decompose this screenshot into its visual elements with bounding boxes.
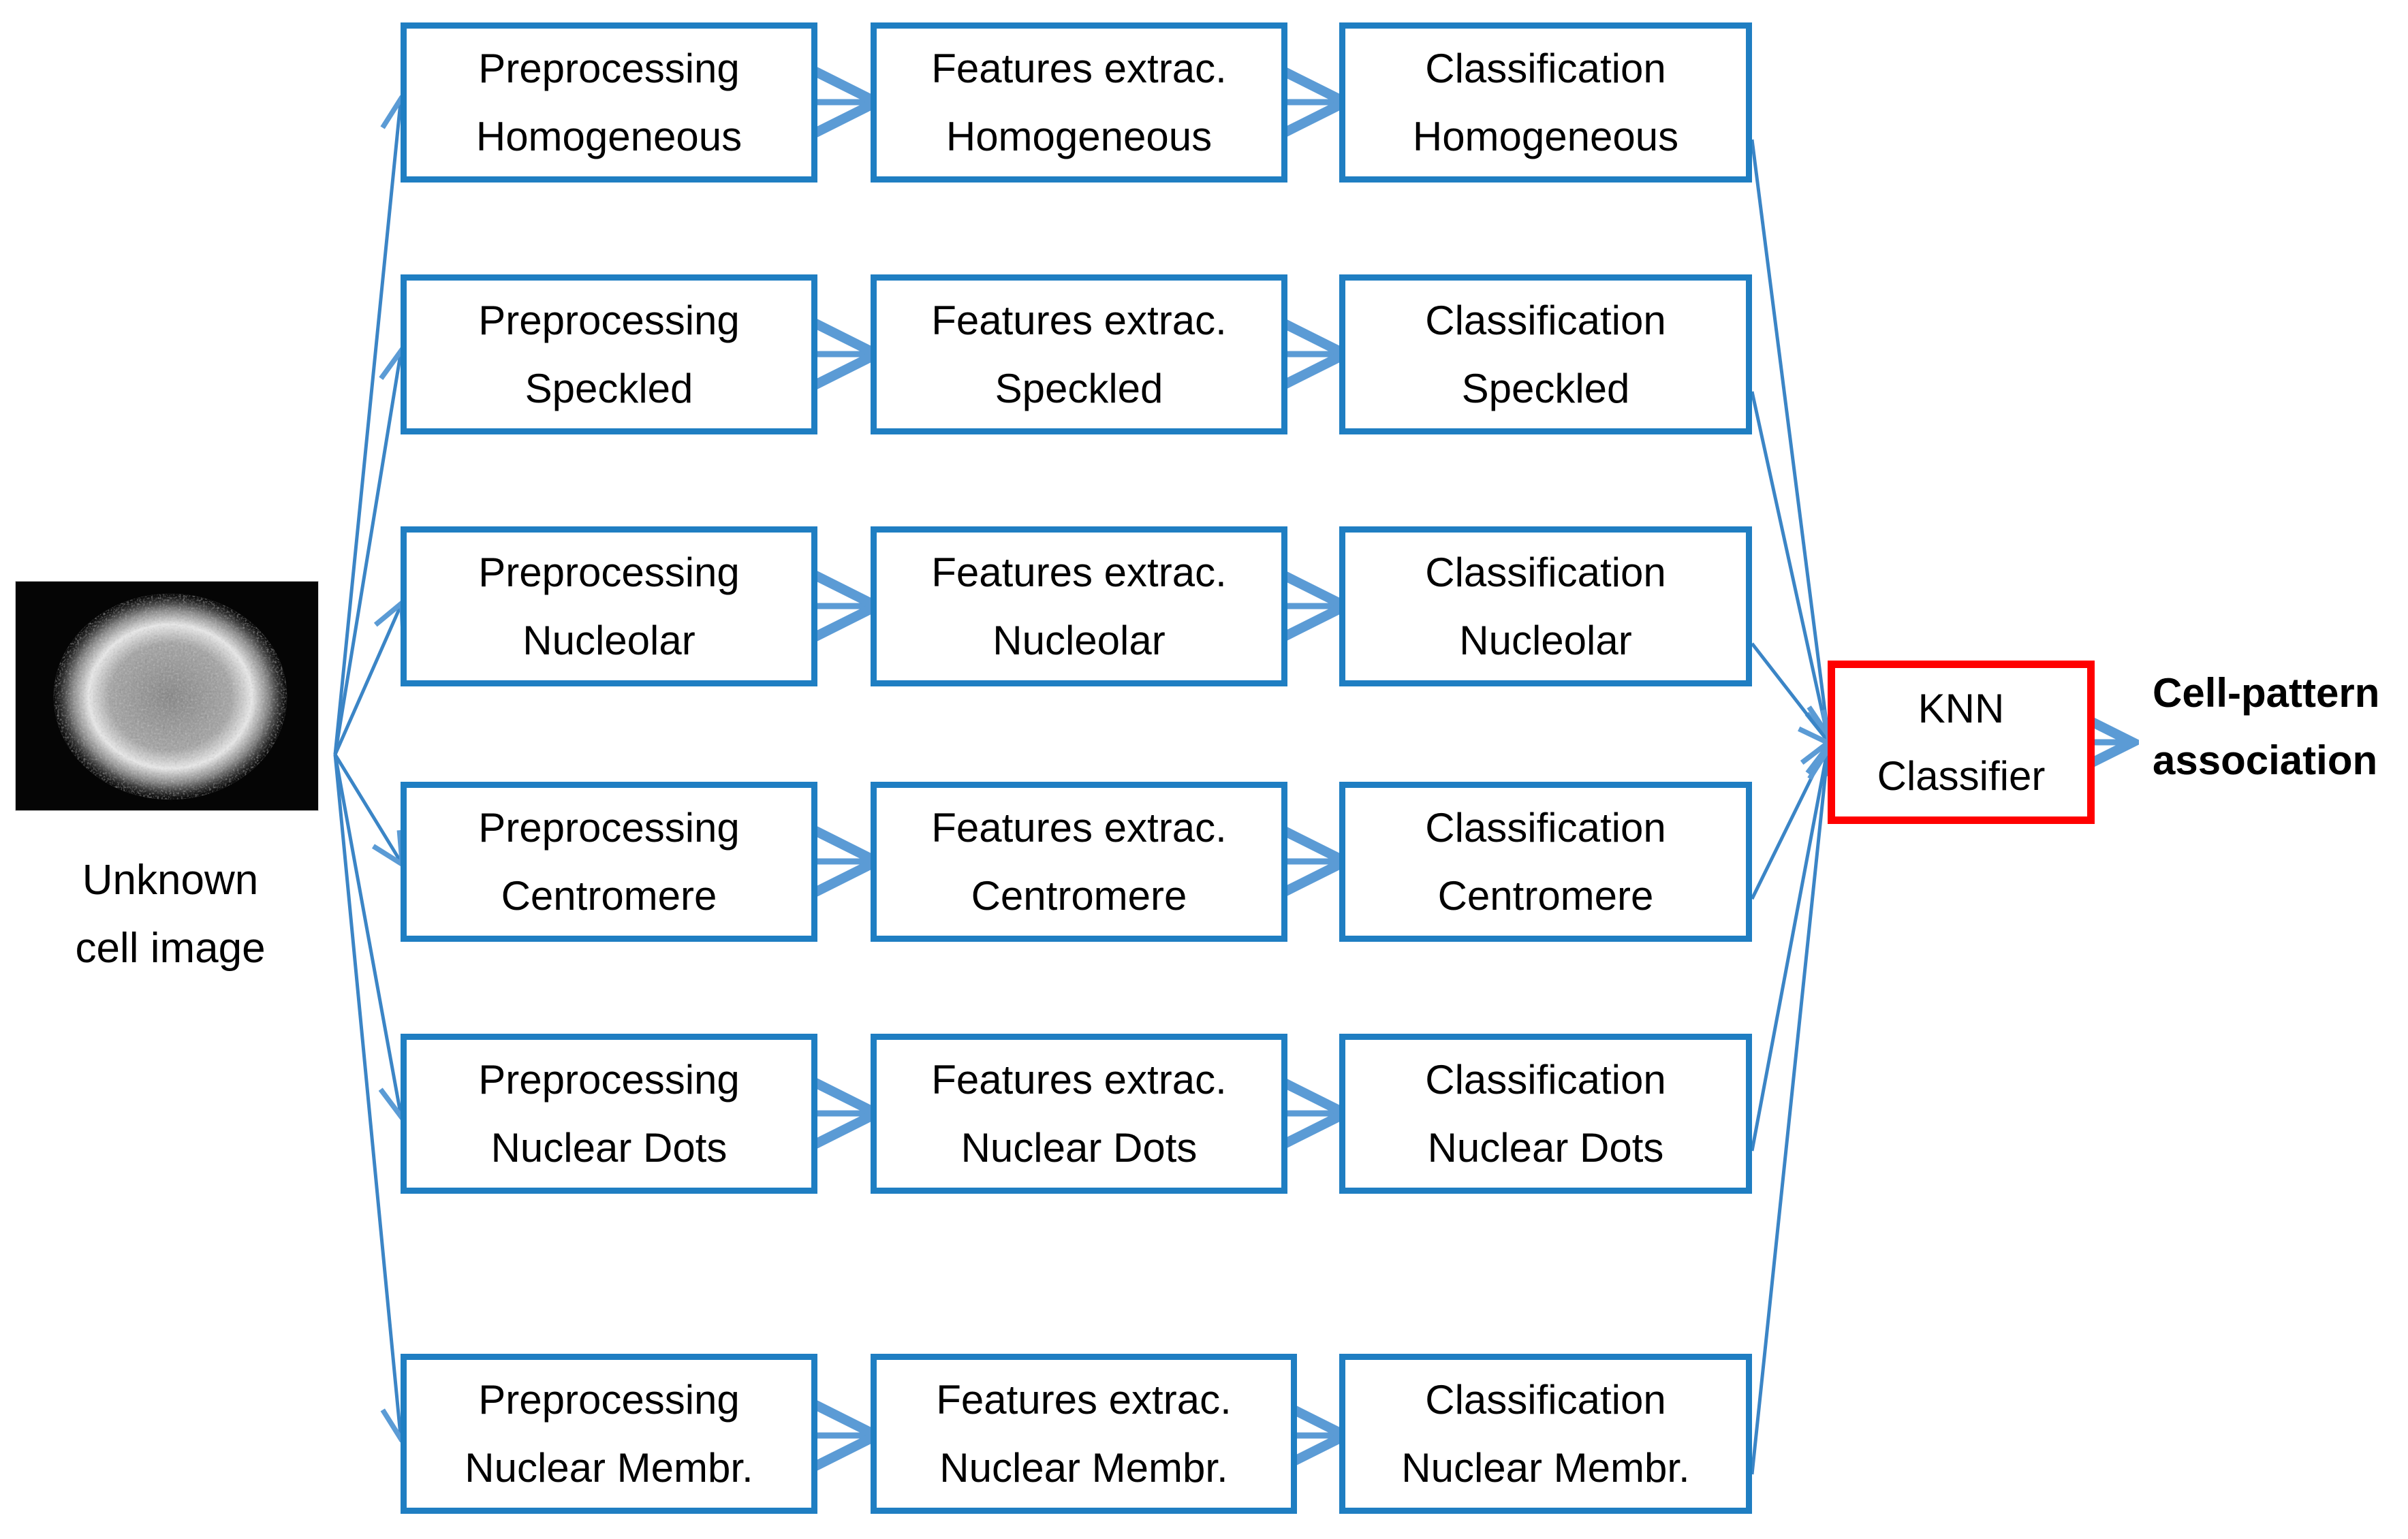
fanout-arrows: [333, 102, 401, 1435]
input-caption: Unknown cell image: [0, 850, 341, 979]
box-line2: Centromere: [501, 872, 717, 919]
box-line2: Homogeneous: [945, 113, 1213, 159]
box-line1: Classification: [1425, 1057, 1666, 1103]
box-line1: Features extrac.: [936, 1377, 1232, 1423]
box-line2: Nuclear Membr.: [465, 1444, 753, 1491]
box-line1: Features extrac.: [931, 1057, 1227, 1103]
input-caption-line1: Unknown: [82, 857, 259, 904]
output-line1: Cell-pattern: [2153, 670, 2380, 716]
box-line2: Nucleolar: [992, 617, 1166, 663]
box-line2: Nuclear Membr.: [939, 1444, 1228, 1491]
features-box-nucleolar[interactable]: Features extrac. Nucleolar: [871, 526, 1287, 686]
knn-classifier-box[interactable]: KNN Classifier: [1828, 661, 2095, 824]
features-box-speckled[interactable]: Features extrac. Speckled: [871, 274, 1287, 434]
preprocessing-box-homogeneous[interactable]: Preprocessing Homogeneous: [401, 22, 817, 183]
fanin-arrows: [1750, 139, 1828, 1475]
box-line2: Centromere: [1437, 872, 1654, 919]
classification-box-nuclear-membr[interactable]: Classification Nuclear Membr.: [1339, 1354, 1752, 1514]
box-line1: Classification: [1425, 298, 1666, 344]
preprocessing-box-nuclear-membr[interactable]: Preprocessing Nuclear Membr.: [401, 1354, 817, 1514]
box-line1: Features extrac.: [931, 46, 1227, 92]
preprocessing-box-nuclear-dots[interactable]: Preprocessing Nuclear Dots: [401, 1034, 817, 1194]
box-line2: Nuclear Dots: [490, 1124, 728, 1171]
input-caption-line2: cell image: [75, 924, 266, 972]
unknown-cell-image: [15, 581, 319, 811]
box-line1: Preprocessing: [478, 550, 740, 596]
box-line1: Preprocessing: [478, 46, 740, 92]
box-line1: Classification: [1425, 805, 1666, 851]
box-line2: Nuclear Dots: [960, 1124, 1198, 1171]
classification-box-centromere[interactable]: Classification Centromere: [1339, 782, 1752, 942]
features-box-centromere[interactable]: Features extrac. Centromere: [871, 782, 1287, 942]
box-line1: Classification: [1425, 46, 1666, 92]
box-line2: Speckled: [1461, 365, 1630, 411]
box-line1: Preprocessing: [478, 1377, 740, 1423]
classification-box-nucleolar[interactable]: Classification Nucleolar: [1339, 526, 1752, 686]
box-line1: Preprocessing: [478, 298, 740, 344]
box-line2: Nuclear Dots: [1427, 1124, 1664, 1171]
features-box-homogeneous[interactable]: Features extrac. Homogeneous: [871, 22, 1287, 183]
classification-box-homogeneous[interactable]: Classification Homogeneous: [1339, 22, 1752, 183]
box-line1: Preprocessing: [478, 805, 740, 851]
box-line2: Homogeneous: [475, 113, 742, 159]
features-box-nuclear-dots[interactable]: Features extrac. Nuclear Dots: [871, 1034, 1287, 1194]
box-line2: Nuclear Membr.: [1401, 1444, 1690, 1491]
box-line2: Nucleolar: [522, 617, 695, 663]
box-line1: Classification: [1425, 1377, 1666, 1423]
knn-line1: KNN: [1918, 685, 2005, 731]
output-line2: association: [2153, 737, 2378, 784]
preprocessing-box-centromere[interactable]: Preprocessing Centromere: [401, 782, 817, 942]
preprocessing-box-nucleolar[interactable]: Preprocessing Nucleolar: [401, 526, 817, 686]
box-line1: Classification: [1425, 550, 1666, 596]
box-line2: Nucleolar: [1459, 617, 1632, 663]
knn-line2: Classifier: [1877, 753, 2046, 799]
classification-box-nuclear-dots[interactable]: Classification Nuclear Dots: [1339, 1034, 1752, 1194]
box-line2: Speckled: [525, 365, 693, 411]
box-line1: Features extrac.: [931, 550, 1227, 596]
features-box-nuclear-membr[interactable]: Features extrac. Nuclear Membr.: [871, 1354, 1297, 1514]
cell-micrograph: [15, 581, 319, 811]
box-line1: Features extrac.: [931, 805, 1227, 851]
output-label: Cell-pattern association: [2153, 664, 2405, 789]
box-line2: Speckled: [995, 365, 1163, 411]
box-line1: Preprocessing: [478, 1057, 740, 1103]
box-line2: Homogeneous: [1412, 113, 1679, 159]
box-line1: Features extrac.: [931, 298, 1227, 344]
box-line2: Centromere: [971, 872, 1187, 919]
classification-box-speckled[interactable]: Classification Speckled: [1339, 274, 1752, 434]
preprocessing-box-speckled[interactable]: Preprocessing Speckled: [401, 274, 817, 434]
